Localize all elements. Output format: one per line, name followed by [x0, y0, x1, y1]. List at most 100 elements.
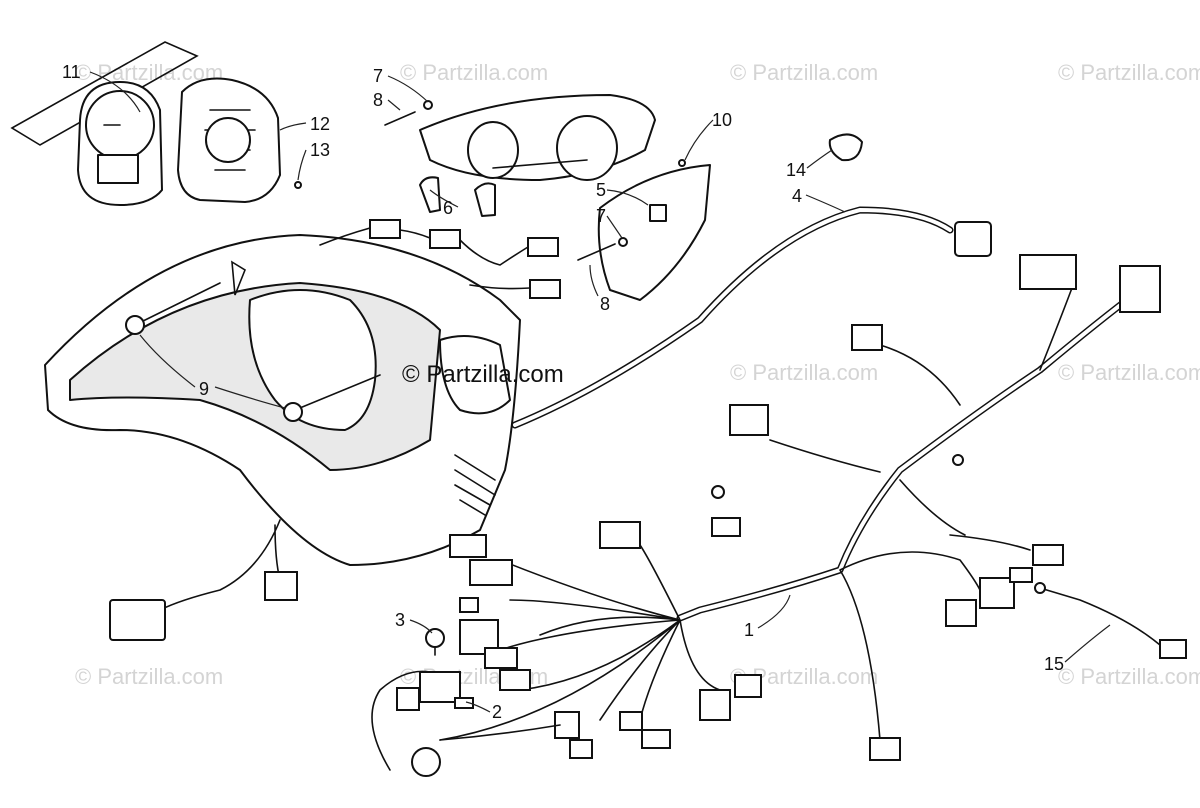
connector — [469, 559, 513, 586]
screw-10 — [678, 159, 686, 167]
washer-lower — [618, 237, 628, 247]
callout-9: 9 — [199, 379, 209, 399]
leader-8a — [387, 99, 401, 111]
pod-vent-slots — [454, 454, 496, 516]
connector — [599, 521, 641, 549]
wire-4-cable-fill — [513, 208, 952, 427]
connector — [729, 404, 769, 436]
ring-terminal — [952, 454, 964, 466]
leader-4 — [805, 194, 846, 213]
sensor-15 — [1034, 582, 1187, 659]
main-harness — [371, 254, 1161, 777]
callout-4: 4 — [792, 186, 802, 206]
callout-6: 6 — [443, 198, 453, 218]
connector — [979, 577, 1015, 609]
connector — [369, 219, 401, 239]
watermark: © Partzilla.com — [1058, 360, 1200, 385]
pod-opening — [248, 289, 377, 431]
callout-14: 14 — [786, 160, 806, 180]
connector — [699, 689, 731, 721]
headlight-bar — [492, 159, 588, 169]
watermark: © Partzilla.com — [730, 360, 878, 385]
spring-lower — [577, 243, 616, 261]
leader-lines — [89, 71, 1111, 713]
harness-loop — [371, 670, 561, 771]
pod-switch-mount — [439, 335, 511, 415]
connector — [1009, 567, 1033, 583]
leader-12 — [279, 122, 307, 131]
callout-8: 8 — [373, 90, 383, 110]
headlight-housing — [419, 94, 656, 181]
leader-11 — [89, 71, 141, 113]
connector — [945, 599, 977, 627]
leader-9 — [139, 334, 286, 409]
callout-7: 7 — [596, 206, 606, 226]
sensor-cable — [1039, 587, 1161, 646]
callout-13: 13 — [310, 140, 330, 160]
sensor-tip — [1034, 582, 1046, 594]
headlight-bulb-right — [556, 115, 618, 181]
connector — [449, 534, 487, 558]
watermark: © Partzilla.com — [730, 60, 878, 85]
bolt-lower-head — [283, 402, 303, 422]
callout-3: 3 — [395, 610, 405, 630]
connector — [484, 647, 518, 669]
leader-2 — [465, 701, 491, 713]
connector — [1019, 254, 1077, 290]
ring-terminal — [711, 485, 725, 499]
connector — [569, 739, 593, 759]
leader-3 — [409, 619, 433, 634]
callout-7: 7 — [373, 66, 383, 86]
callout-labels: 11 12 13 7 8 6 5 7 8 10 14 4 9 3 2 1 15 — [62, 62, 1064, 722]
switch-connector — [109, 599, 166, 641]
connector — [711, 517, 741, 537]
connector-4 — [954, 221, 992, 257]
wire-4 — [511, 133, 992, 429]
leader-13 — [297, 149, 307, 181]
callout-2: 2 — [492, 702, 502, 722]
connector — [869, 737, 901, 761]
callout-1: 1 — [744, 620, 754, 640]
watermark: © Partzilla.com — [1058, 60, 1200, 85]
connector — [527, 237, 559, 257]
connector — [851, 324, 883, 351]
connector-wires — [319, 227, 531, 290]
fuse-2 — [454, 697, 474, 709]
leader-1 — [757, 594, 791, 629]
leader-15 — [1064, 624, 1111, 663]
leader-7a — [387, 75, 429, 103]
bulb-socket-left — [419, 176, 441, 213]
callout-10: 10 — [712, 110, 732, 130]
bulb-socket-right — [474, 182, 496, 217]
spring-upper — [384, 111, 416, 126]
headlight-lens-cover — [597, 164, 711, 301]
watermark: © Partzilla.com — [400, 60, 548, 85]
headlight-bulb-left — [467, 121, 519, 179]
leader-8b — [589, 264, 599, 297]
bolt-lower — [294, 374, 381, 411]
leader-7b — [606, 215, 623, 239]
leader-10 — [684, 119, 714, 161]
gauge-cover-hub — [205, 117, 251, 163]
bracket-outline — [10, 41, 199, 146]
harness-trunk — [676, 286, 1144, 622]
connector — [499, 669, 531, 691]
connector — [396, 687, 420, 711]
callout-8: 8 — [600, 294, 610, 314]
harness-branches — [439, 279, 1076, 741]
connector — [1119, 265, 1161, 313]
connector — [1032, 544, 1064, 566]
handlebar-pod — [44, 234, 521, 566]
bolt-upper — [134, 282, 221, 326]
headlight-connectors — [319, 219, 561, 299]
gauge-assembly — [10, 41, 302, 206]
connector — [641, 729, 671, 749]
grommet-3 — [425, 628, 445, 648]
switch-plug — [264, 571, 298, 601]
washer-upper — [423, 100, 433, 110]
bolt-upper-head — [125, 315, 145, 335]
ignition-connector — [411, 747, 441, 777]
harness-trunk-fill — [678, 288, 1142, 620]
connector — [459, 619, 499, 655]
